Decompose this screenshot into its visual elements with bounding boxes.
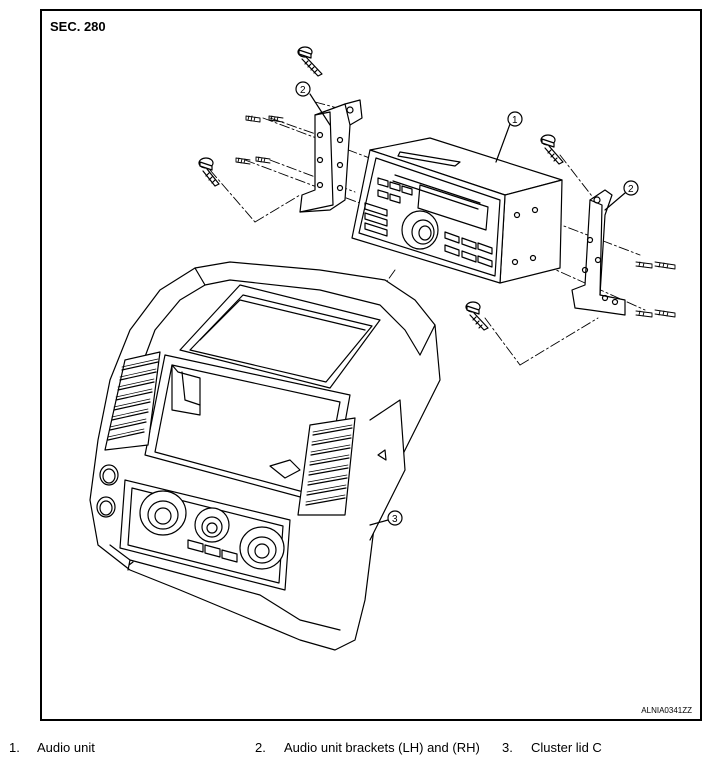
figure-code: ALNIA0341ZZ — [641, 706, 692, 715]
legend-number: 1. — [9, 740, 20, 755]
legend-number: 3. — [502, 740, 513, 755]
knob-icon — [239, 526, 285, 570]
bracket-rh — [571, 189, 626, 316]
callout-1-label: 1 — [512, 115, 518, 126]
bolt-icon — [465, 301, 489, 331]
knob-icon — [139, 490, 187, 536]
callout-1 — [495, 111, 523, 163]
cluster-lid — [89, 261, 441, 651]
legend-number: 2. — [255, 740, 266, 755]
bracket-lh — [299, 99, 363, 213]
callout-3-label: 3 — [392, 514, 398, 525]
legend-label-cluster-lid: Cluster lid C — [531, 740, 602, 755]
bolt-icon — [297, 46, 323, 77]
callout-2-right-label: 2 — [628, 184, 634, 195]
callout-3 — [369, 510, 403, 526]
legend-label-brackets: Audio unit brackets (LH) and (RH) — [284, 740, 480, 755]
audio-unit — [351, 137, 563, 305]
callout-2-left-label: 2 — [300, 85, 306, 96]
callout-2-left — [295, 81, 331, 126]
parts-legend: 1. Audio unit 2. Audio unit brackets (LH… — [0, 740, 716, 760]
callout-2-right — [604, 180, 639, 211]
legend-label-audio-unit: Audio unit — [37, 740, 95, 755]
knob-icon — [194, 507, 230, 543]
screw-icon — [235, 115, 676, 318]
bolt-icon — [198, 157, 220, 187]
section-label: SEC. 280 — [50, 19, 106, 34]
bolt-icon — [540, 134, 564, 165]
